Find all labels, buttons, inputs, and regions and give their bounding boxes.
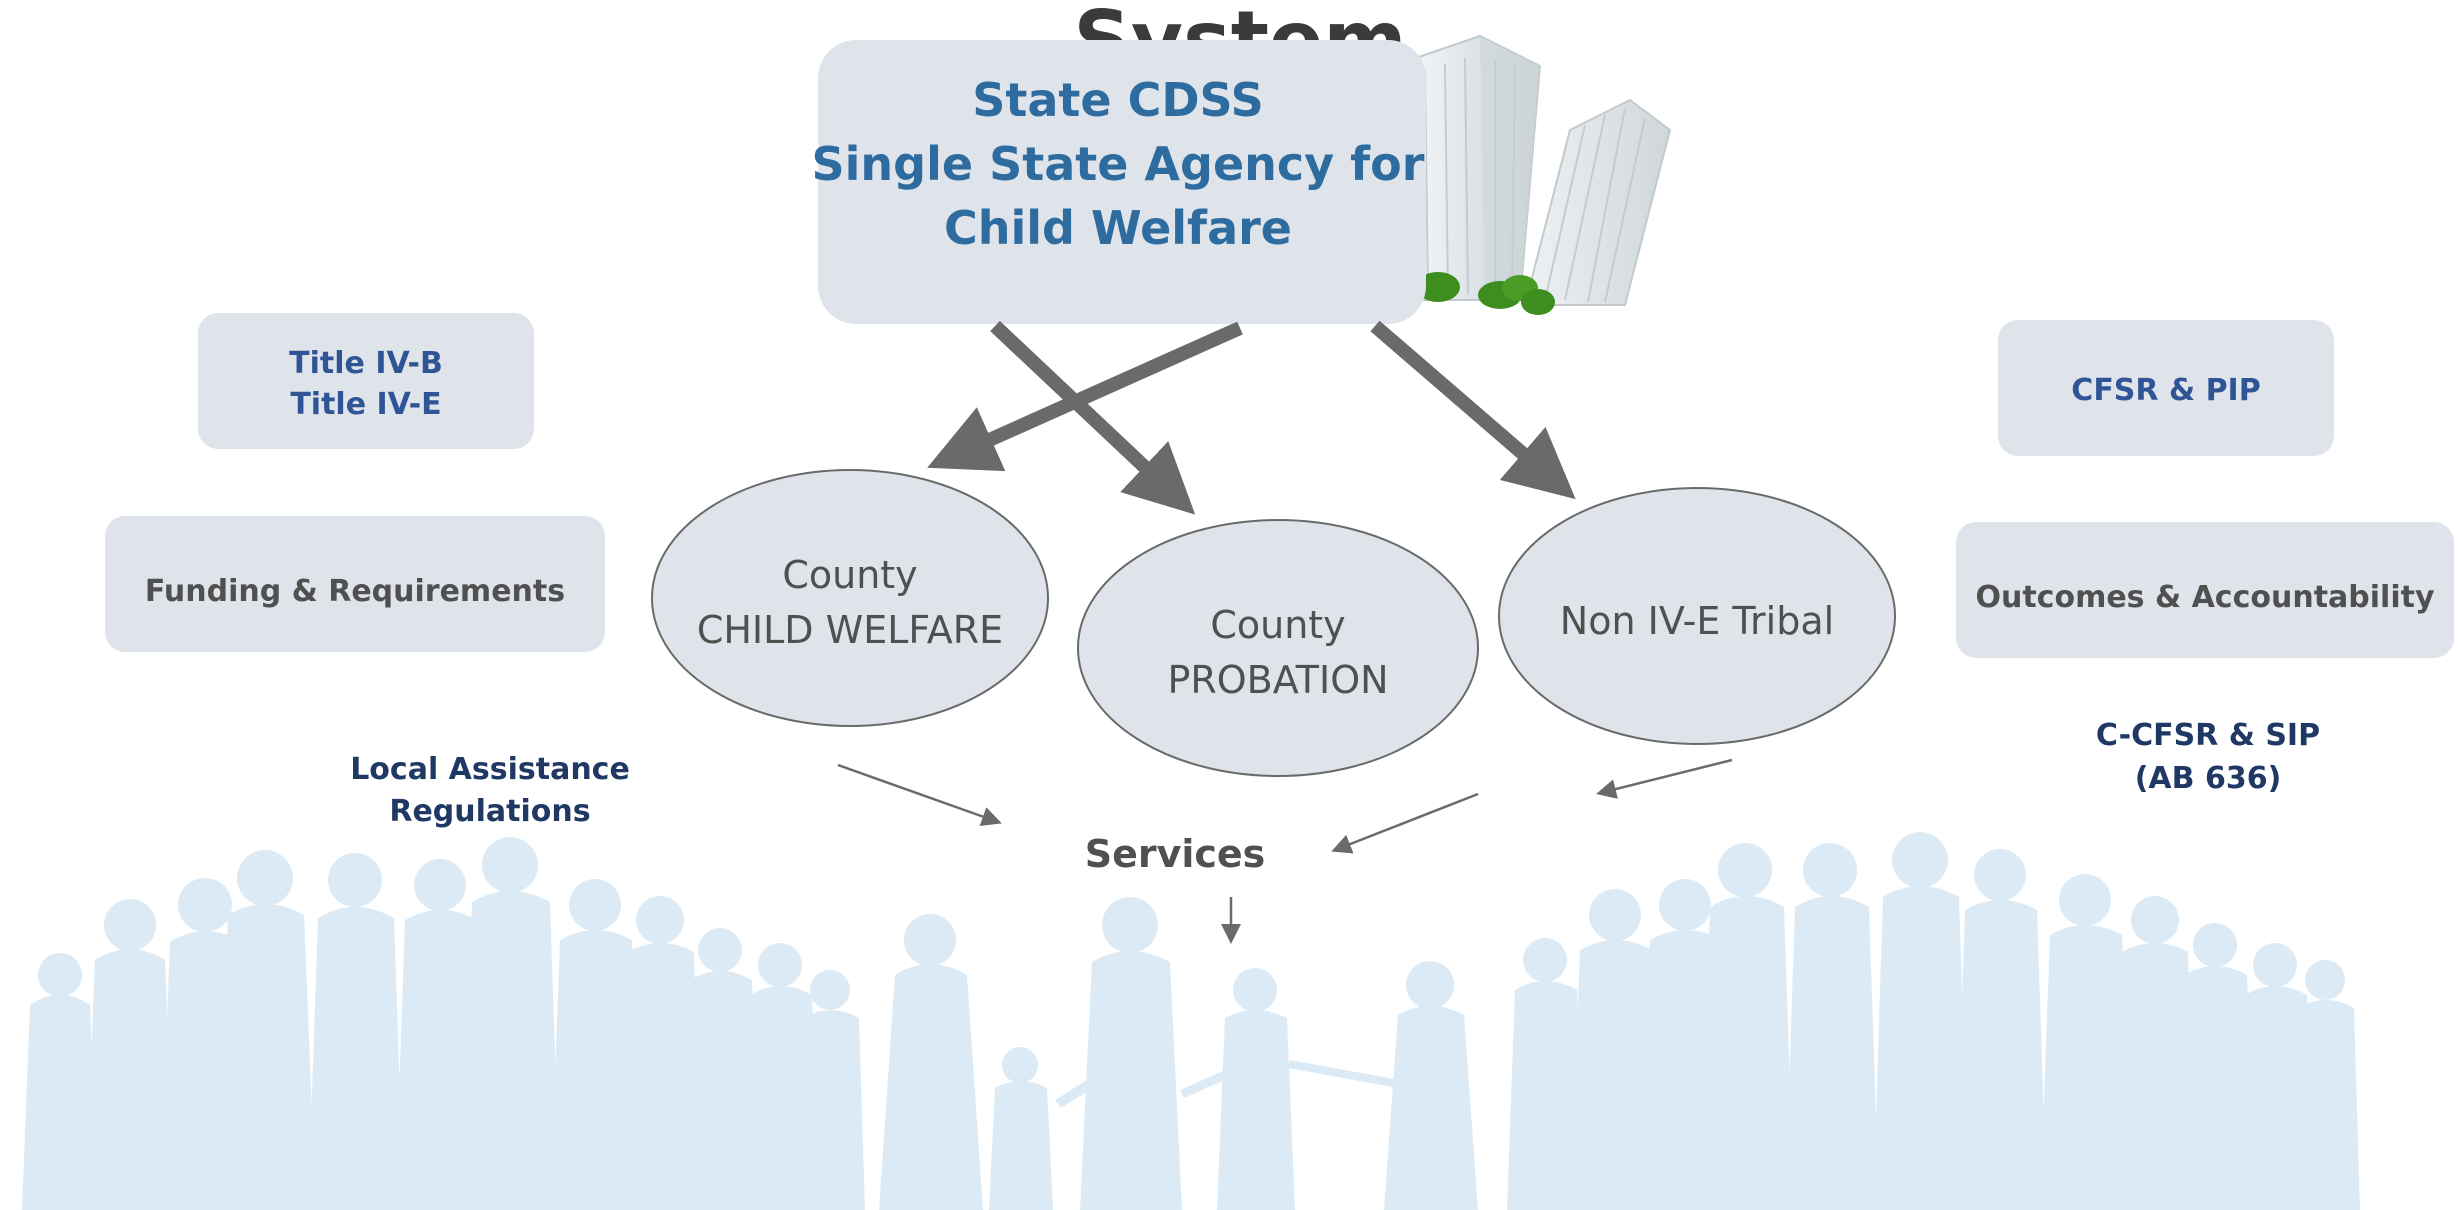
crowd-right [1507, 832, 2360, 1210]
funding-box: Funding & Requirements [105, 516, 605, 652]
local-assistance-line-2: Regulations [389, 794, 590, 829]
title-iv-b-label: Title IV-B [289, 346, 443, 381]
county-probation-node: County PROBATION [1077, 519, 1479, 777]
tribal-label: Non IV-E Tribal [1560, 599, 1834, 643]
services-label: Services [1085, 832, 1266, 876]
state-box-line-2: Single State Agency for [812, 137, 1425, 191]
state-box-line-1: State CDSS [972, 73, 1264, 127]
county-child-welfare-node: County CHILD WELFARE [651, 469, 1049, 727]
cfsr-pip-label: CFSR & PIP [2071, 373, 2260, 408]
non-ive-tribal-node: Non IV-E Tribal [1498, 487, 1896, 745]
probation-line-2: PROBATION [1167, 658, 1388, 702]
arrow-tribal-to-services [1596, 758, 1733, 799]
local-assistance-line-1: Local Assistance [350, 752, 630, 787]
shrub-icon [1416, 272, 1460, 302]
funding-label: Funding & Requirements [145, 574, 565, 609]
state-cdss-box: State CDSS Single State Agency for Child… [812, 40, 1426, 324]
title-iv-e-label: Title IV-E [290, 387, 441, 422]
child-welfare-line-2: CHILD WELFARE [697, 608, 1003, 652]
arrow-child-welfare-to-services [837, 763, 1002, 827]
cfsr-pip-box: CFSR & PIP [1998, 320, 2334, 456]
title-iv-box: Title IV-B Title IV-E [198, 313, 534, 449]
crowd-left [22, 837, 865, 1210]
buildings-icon [1408, 34, 1672, 315]
crowd-center [879, 897, 1478, 1210]
arrow-state-to-probation [990, 320, 1196, 515]
c-cfsr-line-2: (AB 636) [2135, 761, 2282, 796]
child-welfare-line-1: County [782, 553, 917, 597]
outcomes-label: Outcomes & Accountability [1975, 580, 2434, 615]
outcomes-box: Outcomes & Accountability [1956, 522, 2454, 658]
arrow-state-to-child-welfare [927, 321, 1243, 472]
arrow-state-to-tribal [1370, 320, 1576, 500]
arrow-probation-to-services [1331, 792, 1479, 854]
c-cfsr-line-1: C-CFSR & SIP [2096, 718, 2320, 753]
shrub-icon [1521, 289, 1555, 315]
state-box-line-3: Child Welfare [944, 201, 1292, 255]
people-silhouettes [22, 832, 2360, 1210]
probation-line-1: County [1210, 603, 1345, 647]
